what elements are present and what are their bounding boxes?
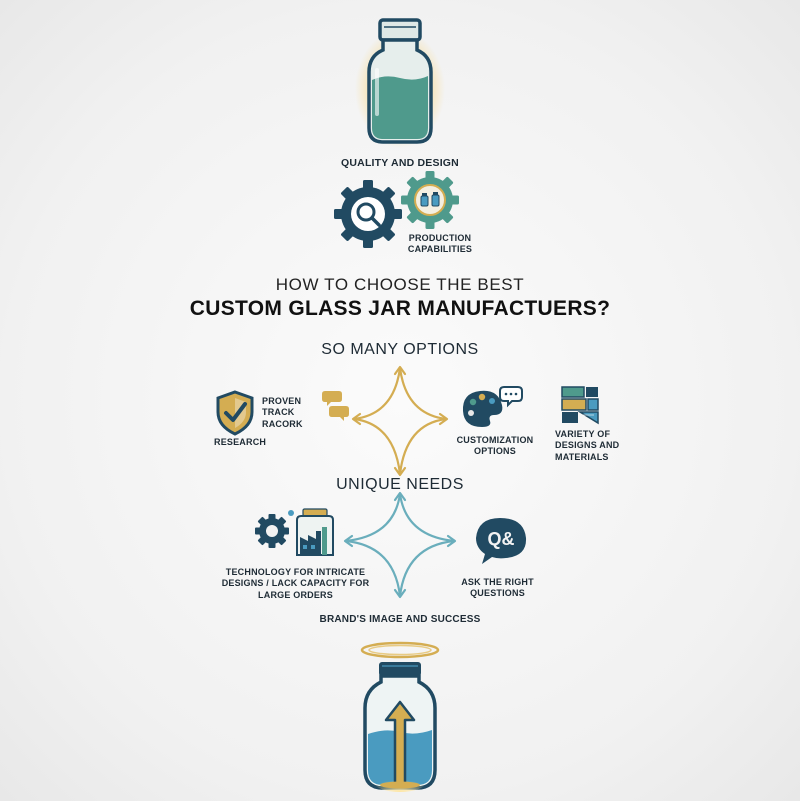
- research-label: RESEARCH: [214, 437, 267, 447]
- qa-icon-text: Q&: [488, 529, 515, 549]
- brands-image-success-label: BRAND'S IMAGE AND SUCCESS: [319, 614, 481, 625]
- quality-design-label: QUALITY AND DESIGN: [341, 157, 459, 169]
- cyan-star-arrows-icon: [340, 488, 460, 602]
- variety-designs-materials-label: VARIETY OF DESIGNS AND MATERIALS: [555, 429, 620, 462]
- palette-icon: [460, 383, 524, 431]
- unique-needs-heading: UNIQUE NEEDS: [336, 476, 464, 493]
- production-capabilities-label: PRODUCTION CAPABILITIES: [407, 233, 473, 255]
- title-line-1: HOW TO CHOOSE THE BEST: [275, 275, 525, 294]
- chat-bubbles-icon: [322, 388, 350, 422]
- customization-options-label: CUSTOMIZATION OPTIONS: [456, 435, 534, 457]
- material-swatches-icon: [558, 385, 602, 427]
- jar-top-icon: [345, 10, 455, 158]
- shield-check-icon: [214, 390, 256, 436]
- jar-growth-arrow-icon: [345, 638, 455, 796]
- ask-right-questions-label: ASK THE RIGHT QUESTIONS: [461, 577, 534, 599]
- qa-bubble-icon: Q&: [472, 514, 532, 566]
- factory-gear-icon: [255, 507, 335, 559]
- gold-star-arrows-icon: [348, 362, 452, 480]
- technology-capacity-label: TECHNOLOGY FOR INTRICATE DESIGNS / LACK …: [221, 567, 370, 600]
- title-line-2: CUSTOM GLASS JAR MANUFACTUERS?: [189, 297, 611, 320]
- so-many-options-heading: SO MANY OPTIONS: [321, 341, 479, 358]
- proven-track-record-label: PROVEN TRACK RACORK: [262, 396, 303, 429]
- gears-icon: [330, 170, 465, 250]
